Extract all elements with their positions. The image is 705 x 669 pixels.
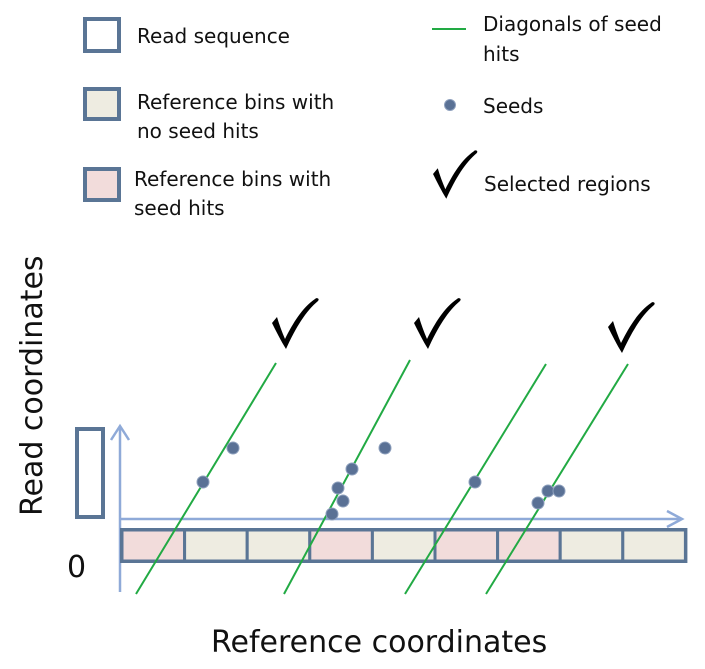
diagonal-line [283, 359, 411, 595]
legend-read-sequence-swatch [83, 17, 121, 53]
x-axis-label: Reference coordinates [211, 625, 547, 660]
check-icon [608, 302, 655, 353]
reference-bin-no-hits [245, 528, 312, 563]
origin-label: 0 [67, 550, 86, 585]
seed-dot [331, 481, 345, 495]
seed-dot [345, 462, 359, 476]
seed-dot-icon [444, 99, 456, 111]
seed-dot [552, 484, 566, 498]
seed-dot [378, 441, 392, 455]
seed-dot [531, 496, 545, 510]
legend-bins-with-hits-swatch [83, 167, 121, 202]
legend-seeds-label: Seeds [483, 94, 543, 118]
legend: Read sequence Reference bins with no see… [83, 12, 662, 220]
legend-bins-no-hits-label-line1: Reference bins with [137, 90, 334, 114]
y-axis-arrowhead-icon [109, 423, 131, 441]
legend-selected-regions-label: Selected regions [484, 172, 651, 196]
legend-bins-with-hits-label-line2: seed hits [134, 196, 225, 220]
seed-dot [541, 484, 555, 498]
seed-dot [226, 441, 240, 455]
reference-bin-with-hits [496, 528, 562, 563]
legend-bins-no-hits-label-line2: no seed hits [137, 119, 259, 143]
seed-dot [325, 507, 339, 521]
read-sequence-box [75, 427, 105, 519]
check-icon [414, 298, 461, 349]
diagonal-line [485, 363, 629, 595]
reference-bin-no-hits [621, 528, 687, 563]
selected-region-checks [272, 298, 655, 353]
reference-bin-with-hits [120, 528, 187, 563]
seed-dot [336, 494, 350, 508]
reference-bin-with-hits [433, 528, 500, 563]
legend-bins-no-hits-swatch [83, 87, 121, 121]
axes [109, 423, 685, 592]
x-axis-arrowhead-icon [666, 509, 685, 529]
seed-dot [468, 475, 482, 489]
reference-bins [120, 528, 688, 563]
legend-diagonals-label-line2: hits [483, 42, 520, 66]
reference-bin-no-hits [183, 528, 249, 563]
reference-bin-no-hits [558, 528, 625, 563]
seeds [196, 441, 566, 521]
reference-bin-no-hits [370, 528, 437, 563]
check-icon [433, 150, 478, 199]
legend-read-sequence-label: Read sequence [137, 24, 290, 48]
seed-dot [196, 475, 210, 489]
y-axis-label: Read coordinates [15, 255, 50, 516]
check-icon [272, 298, 319, 349]
reference-bin-with-hits [308, 528, 374, 563]
legend-bins-with-hits-label-line1: Reference bins with [134, 167, 331, 191]
legend-diagonals-label-line1: Diagonals of seed [483, 12, 662, 36]
